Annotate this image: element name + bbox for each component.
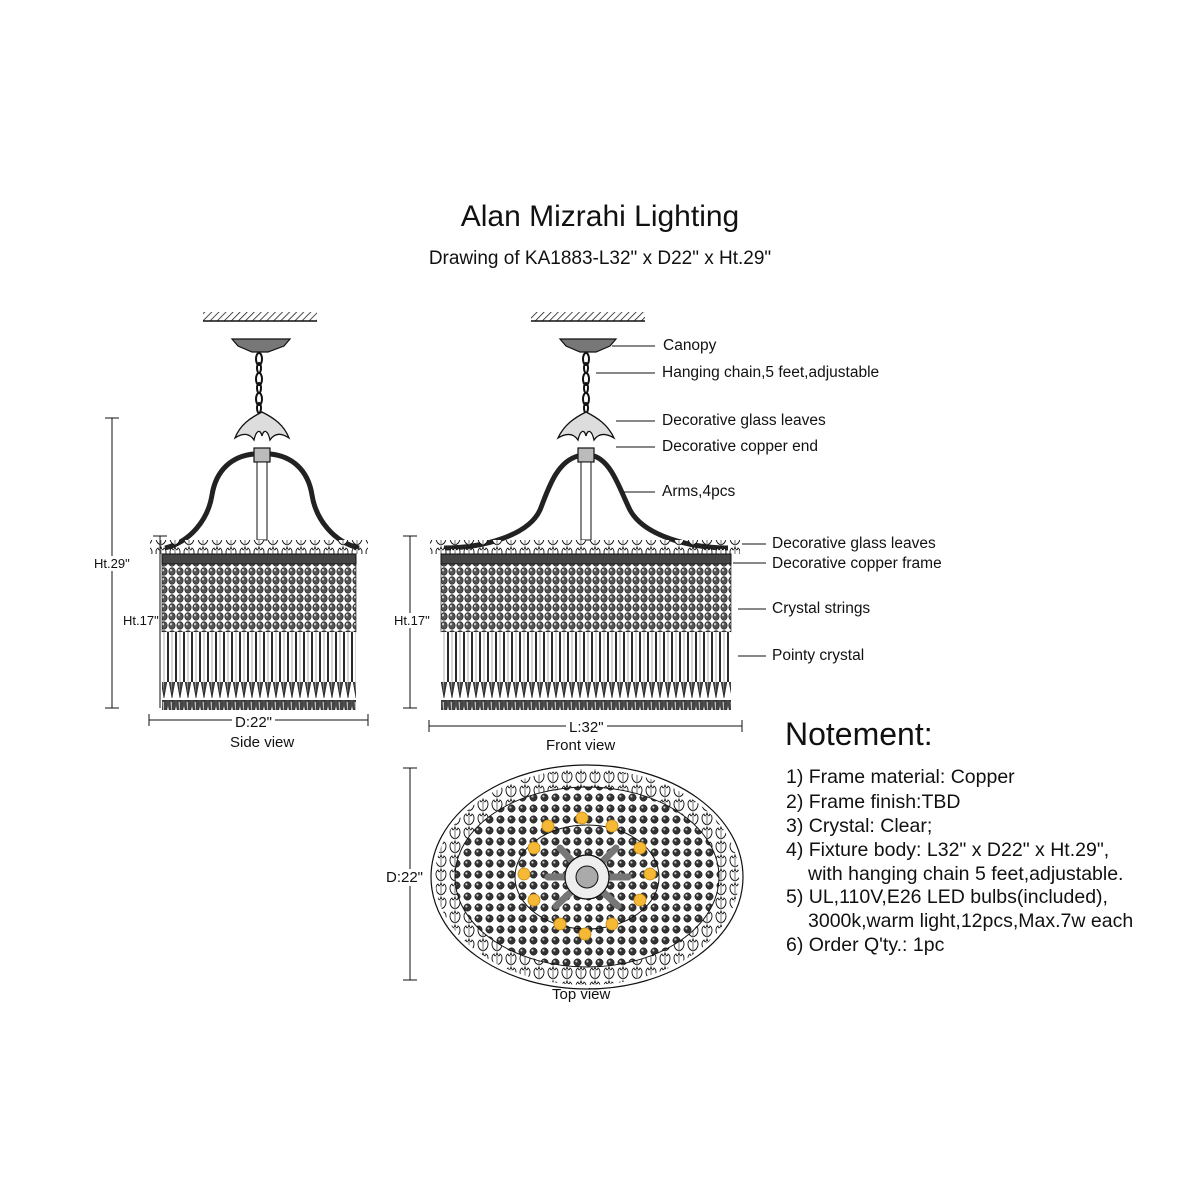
- note-item: 3) Crystal: Clear;: [786, 815, 933, 837]
- side-pointy-crystals: [162, 682, 356, 710]
- front-view-drawing: [430, 312, 740, 710]
- side-view-drawing: [150, 312, 368, 710]
- top-bulbs: [517, 811, 657, 941]
- top-view-label: Top view: [552, 986, 611, 1003]
- side-height-body: Ht.17": [123, 613, 159, 628]
- side-arm-right: [269, 451, 360, 551]
- callout-frame-leaves: Decorative glass leaves: [772, 535, 936, 552]
- front-crystal-strings: [440, 563, 732, 633]
- notes-title: Notement:: [785, 716, 933, 752]
- front-top-leaves: [556, 411, 616, 442]
- side-chain: [255, 352, 263, 414]
- top-center-medallion: [575, 865, 599, 889]
- front-arm-left: [443, 453, 579, 551]
- front-pointy-crystals: [441, 682, 731, 710]
- side-top-leaves: [233, 411, 291, 442]
- front-prism-crystals: [441, 632, 731, 682]
- front-height-body: Ht.17": [394, 613, 430, 628]
- note-item: 3000k,warm light,12pcs,Max.7w each: [808, 910, 1134, 932]
- callout-copper-end: Decorative copper end: [662, 438, 818, 455]
- side-center-rod: [256, 461, 268, 541]
- front-center-rod: [580, 461, 592, 541]
- front-view-label: Front view: [546, 737, 616, 754]
- side-crystal-strings: [161, 563, 357, 633]
- side-view-label: Side view: [230, 734, 295, 751]
- front-chain: [582, 352, 590, 414]
- side-depth: D:22": [232, 714, 276, 731]
- front-canopy: [558, 338, 618, 353]
- side-prism-crystals: [162, 632, 356, 682]
- note-item: 6) Order Q'ty.: 1pc: [786, 934, 945, 956]
- top-depth: D:22": [386, 869, 424, 886]
- front-frame-leaves: [430, 540, 740, 554]
- drawing-subtitle: Drawing of KA1883-L32" x D22" x Ht.29": [428, 248, 772, 269]
- front-arm-right: [592, 453, 729, 551]
- callout-pointy-crystal: Pointy crystal: [772, 647, 865, 664]
- callout-top-leaves: Decorative glass leaves: [662, 412, 826, 429]
- side-arm-left: [164, 451, 255, 551]
- note-item: with hanging chain 5 feet,adjustable.: [808, 863, 1124, 885]
- note-item: 5) UL,110V,E26 LED bulbs(included),: [786, 886, 1108, 908]
- note-item: 4) Fixture body: L32" x D22" x Ht.29",: [786, 839, 1110, 861]
- callout-copper-frame: Decorative copper frame: [772, 555, 942, 572]
- front-copper-frame: [440, 553, 732, 565]
- front-length: L:32": [566, 719, 607, 736]
- side-height-total: Ht.29": [94, 556, 130, 571]
- front-copper-end: [577, 447, 595, 463]
- note-item: 2) Frame finish:TBD: [786, 791, 961, 813]
- side-copper-frame: [161, 553, 357, 565]
- side-ceiling: [203, 312, 317, 321]
- callout-crystal-strings: Crystal strings: [772, 600, 871, 617]
- callout-arms: Arms,4pcs: [662, 483, 736, 500]
- callout-leaders: [596, 345, 766, 657]
- front-ceiling: [531, 312, 645, 321]
- callout-canopy: Canopy: [663, 337, 717, 354]
- top-view-drawing: [430, 764, 744, 990]
- drawing-title: Alan Mizrahi Lighting: [460, 200, 740, 233]
- side-frame-leaves: [150, 540, 368, 554]
- side-copper-end: [253, 447, 271, 463]
- callout-chain: Hanging chain,5 feet,adjustable: [662, 364, 880, 381]
- note-item: 1) Frame material: Copper: [786, 766, 1015, 788]
- side-canopy: [230, 338, 292, 353]
